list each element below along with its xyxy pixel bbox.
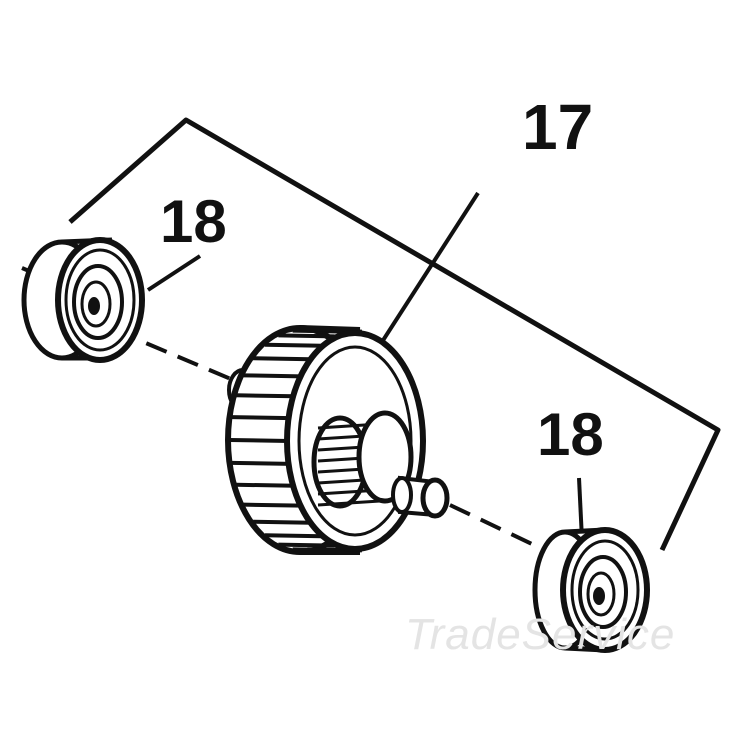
axis-line-right bbox=[449, 503, 556, 557]
axis-line-left bbox=[114, 328, 246, 387]
bearing-right bbox=[532, 527, 650, 653]
callout-18-left: 18 bbox=[160, 188, 227, 255]
callout-18-right: 18 bbox=[537, 401, 604, 468]
leader-line-18-left bbox=[146, 254, 202, 292]
leader-line-17 bbox=[378, 191, 480, 347]
callout-17: 17 bbox=[522, 91, 594, 163]
bracket-line bbox=[68, 117, 721, 552]
watermark-text: TradeService bbox=[405, 610, 676, 659]
gear-assembly bbox=[225, 325, 450, 555]
bearing-left bbox=[21, 237, 145, 363]
